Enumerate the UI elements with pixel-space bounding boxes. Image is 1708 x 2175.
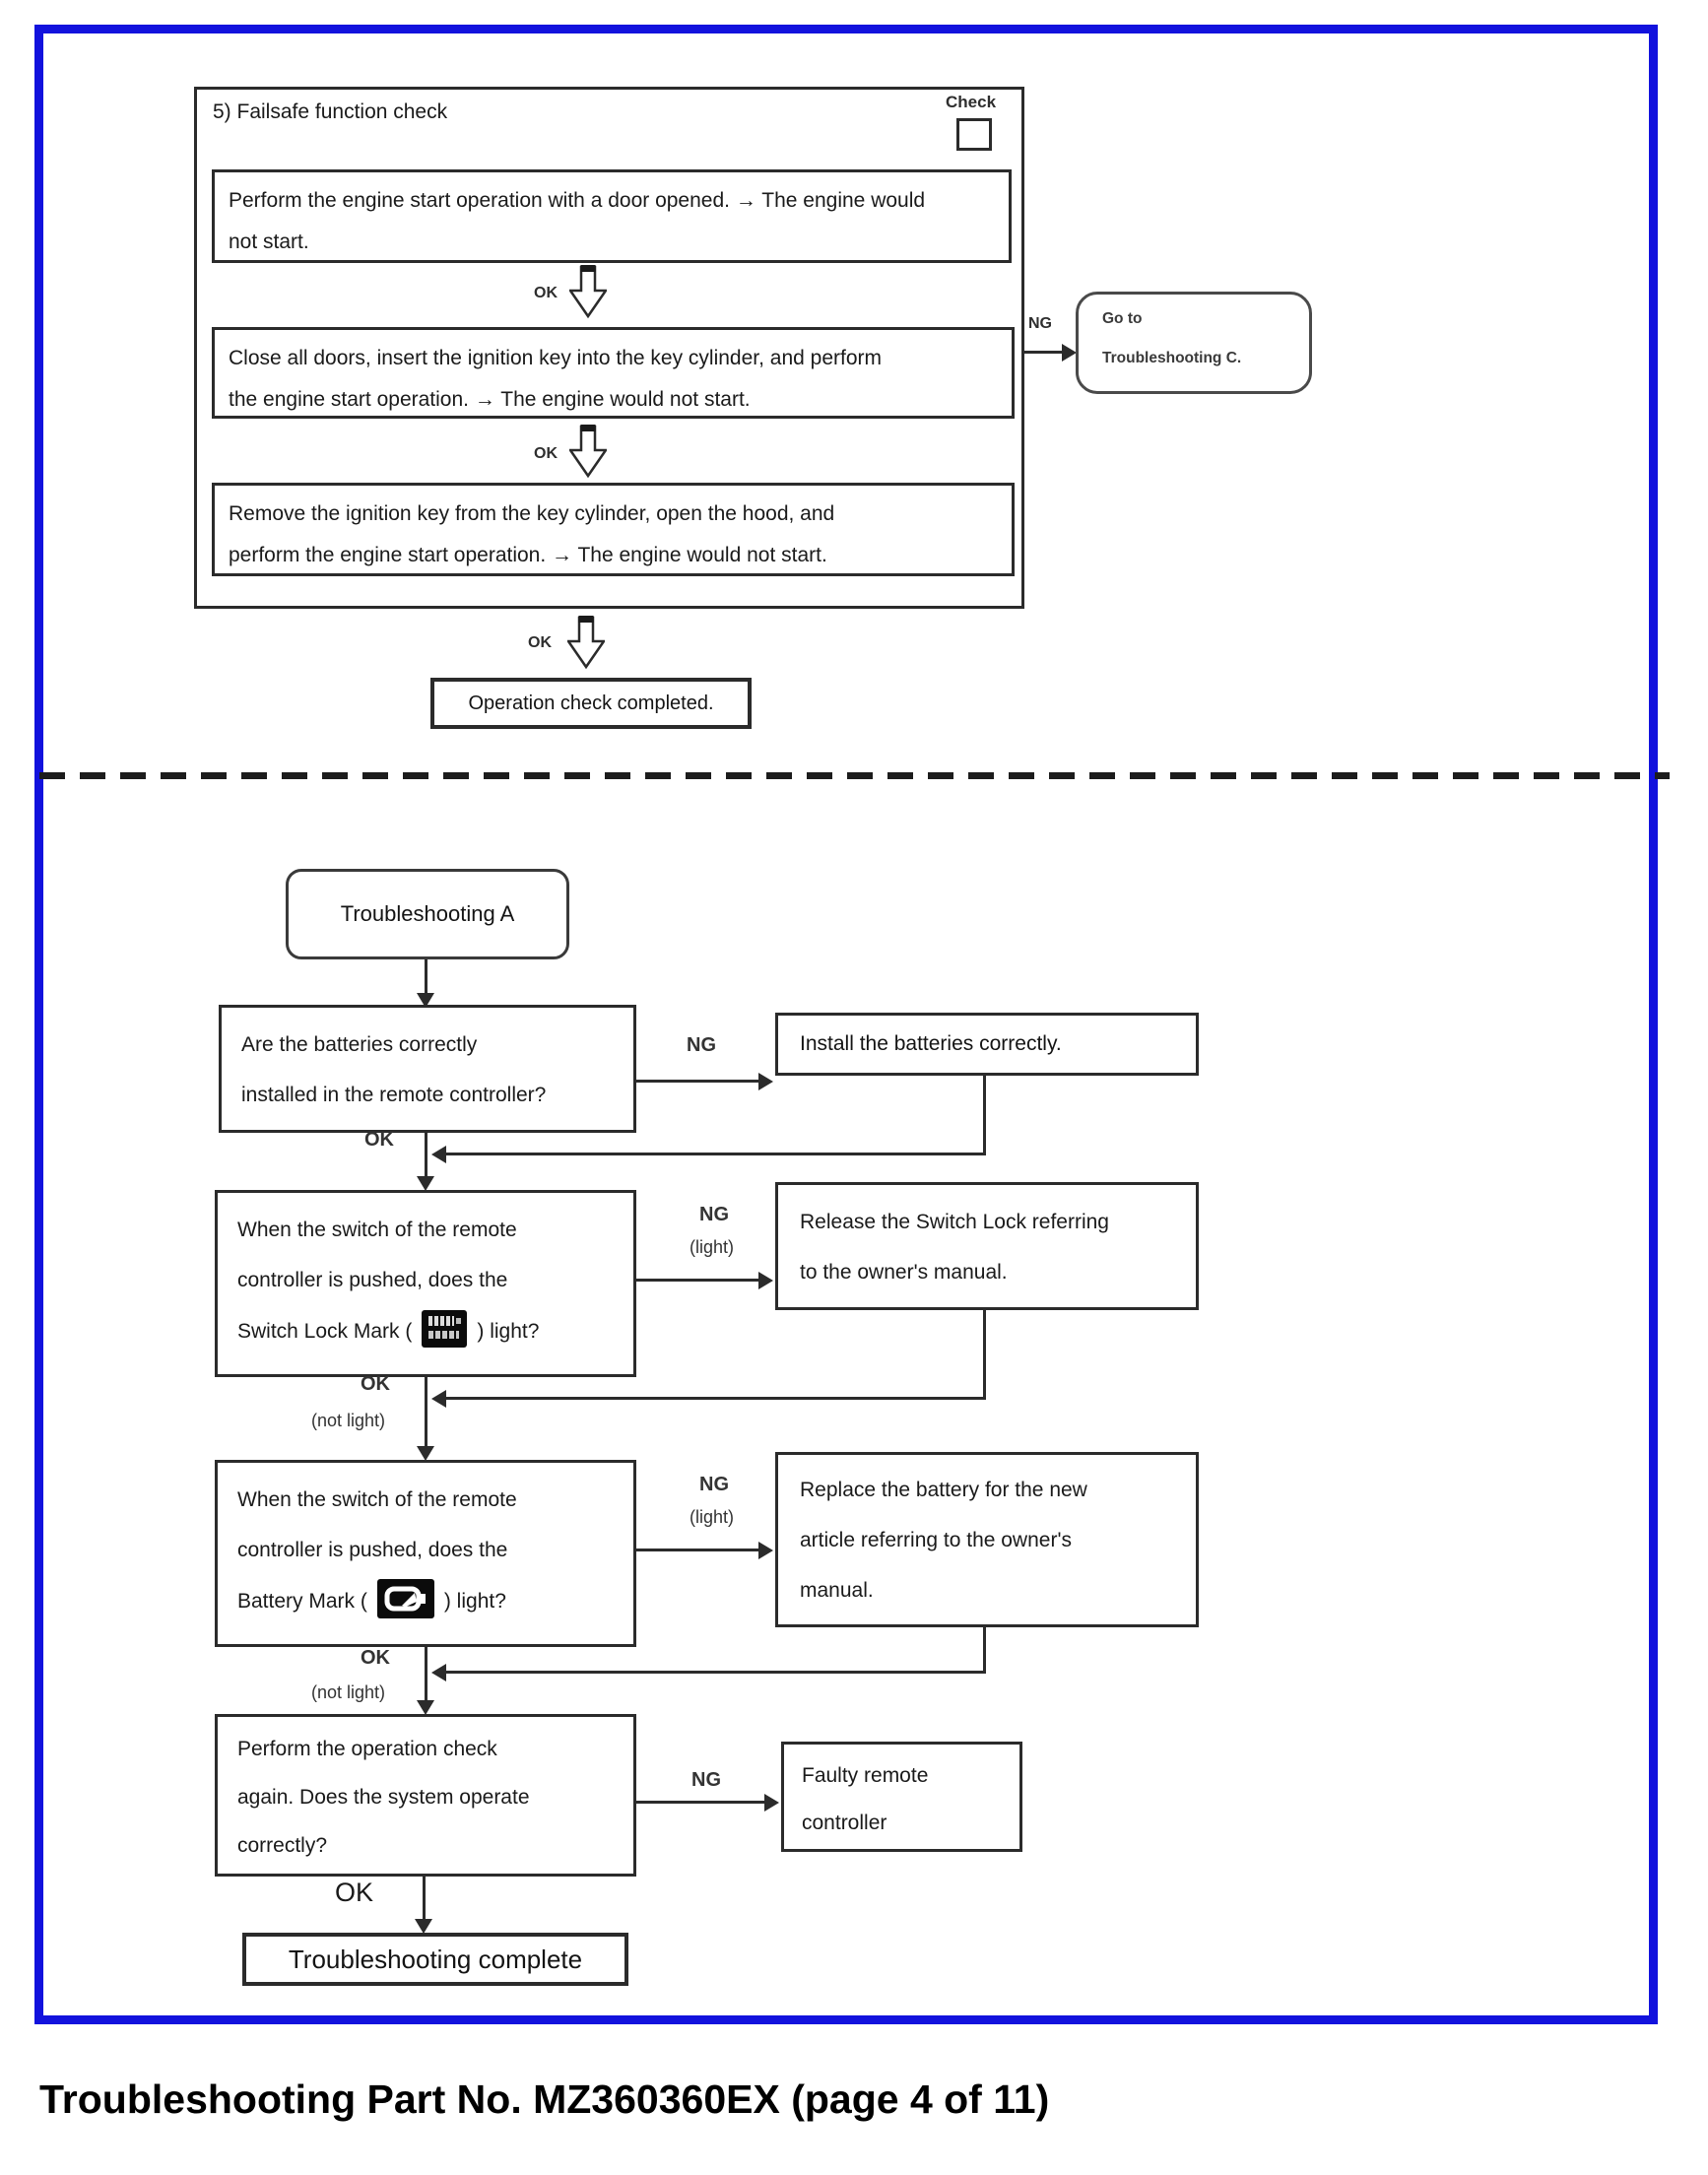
q3-battery-mark-box: When the switch of the remote controller… [215,1460,636,1647]
section-divider [39,772,1670,779]
flow-start-text: Troubleshooting A [340,901,515,926]
q2-pre-text: Switch Lock Mark ( [237,1320,413,1343]
flow-complete-box: Troubleshooting complete [242,1933,628,1986]
ng3-arrow-line [636,1549,764,1551]
ok4-label: OK [335,1878,374,1907]
ng4-arrowhead [764,1794,779,1812]
q2-text: When the switch of the remote controller… [237,1219,517,1291]
q4-operation-check-box: Perform the operation check again. Does … [215,1714,636,1877]
feedback1-arrowhead [431,1146,446,1163]
ng3-light-note: (light) [690,1507,735,1527]
failsafe-step1-text: Perform the engine start operation with … [229,189,926,253]
ng4-arrow-line [636,1801,766,1804]
battery-mark-icon [376,1579,434,1624]
ng1-label: NG [687,1034,716,1056]
ng-arrowhead [1062,344,1077,362]
flow-line [425,1647,427,1702]
ng2-arrowhead [758,1272,773,1289]
ok-block-arrow-icon [565,615,607,675]
ok-label-top1: OK [534,285,558,301]
flow-line [425,1377,427,1448]
operation-check-completed-box: Operation check completed. [430,678,752,729]
operation-check-completed-text: Operation check completed. [468,692,714,714]
failsafe-step3-text: Remove the ignition key from the key cyl… [229,502,835,566]
feedback2-arrowhead [431,1390,446,1408]
a4-faulty-remote-box: Faulty remote controller [781,1742,1022,1852]
a1-text: Install the batteries correctly. [800,1032,1062,1055]
a1-install-batteries-box: Install the batteries correctly. [775,1013,1199,1076]
failsafe-step2-text: Close all doors, insert the ignition key… [229,347,883,411]
failsafe-step1-box: Perform the engine start operation with … [212,169,1012,263]
q2-post-text: ) light? [477,1320,540,1343]
ok1-label: OK [364,1129,394,1151]
flow-line [423,1877,426,1921]
a4-text: Faulty remote controller [802,1764,929,1834]
feedback2-vline [983,1310,986,1399]
ng2-arrow-line [636,1279,764,1282]
ok-label-top3: OK [528,634,552,651]
flow-arrowhead-down [417,1700,434,1715]
flow-arrowhead-down [417,993,434,1008]
feedback3-vline [983,1627,986,1673]
q1-text: Are the batteries correctly installed in… [241,1033,547,1106]
ng1-arrow-line [636,1080,764,1083]
q3-post-text: ) light? [443,1590,506,1613]
failsafe-step3-box: Remove the ignition key from the key cyl… [212,483,1015,576]
feedback3-arrowhead [431,1664,446,1681]
switch-lock-mark-icon [422,1310,468,1353]
ok2-not-light-note: (not light) [311,1411,386,1430]
flow-line [425,1133,427,1178]
ng3-label: NG [699,1474,729,1495]
flow-line [425,959,427,995]
ok3-not-light-note: (not light) [311,1682,386,1702]
q2-switch-lock-box: When the switch of the remote controller… [215,1190,636,1377]
q1-batteries-box: Are the batteries correctly installed in… [219,1005,636,1133]
failsafe-title: 5) Failsafe function check [213,100,448,123]
feedback2-hline [445,1397,986,1400]
page-border [34,25,1658,2024]
ok2-label: OK [361,1373,390,1395]
failsafe-step2-box: Close all doors, insert the ignition key… [212,327,1015,419]
flow-arrowhead-down [415,1919,432,1934]
goto-line2: Troubleshooting C. [1102,350,1242,366]
feedback3-hline [445,1671,986,1674]
goto-line1: Go to [1102,310,1143,327]
ng4-label: NG [691,1769,721,1791]
ng-label-top: NG [1028,315,1052,332]
check-label: Check [946,93,997,111]
a2-release-switch-lock-box: Release the Switch Lock referring to the… [775,1182,1199,1310]
ng2-label: NG [699,1204,729,1225]
ng1-arrowhead [758,1073,773,1090]
ng-arrow-line [1024,351,1068,354]
q3-pre-text: Battery Mark ( [237,1590,367,1613]
ok-block-arrow-icon [567,424,609,484]
goto-troubleshooting-c-box: Go to Troubleshooting C. [1076,292,1312,394]
a3-replace-battery-box: Replace the battery for the new article … [775,1452,1199,1627]
q2-icon-row: Switch Lock Mark ( ) light? [218,1305,633,1358]
flow-arrowhead-down [417,1176,434,1191]
page-caption: Troubleshooting Part No. MZ360360EX (pag… [39,2076,1050,2122]
flow-arrowhead-down [417,1446,434,1461]
check-checkbox [956,118,992,151]
ok-block-arrow-icon [567,264,609,324]
feedback1-hline [445,1153,986,1155]
ng3-arrowhead [758,1542,773,1559]
a3-text: Replace the battery for the new article … [800,1479,1087,1602]
flow-start-node: Troubleshooting A [286,869,569,959]
q4-text: Perform the operation check again. Does … [237,1738,530,1857]
a2-text: Release the Switch Lock referring to the… [800,1211,1109,1284]
feedback1-vline [983,1076,986,1154]
q3-text: When the switch of the remote controller… [237,1488,517,1561]
ng2-light-note: (light) [690,1237,735,1257]
ok-label-top2: OK [534,445,558,462]
flow-complete-text: Troubleshooting complete [288,1944,583,1974]
q3-icon-row: Battery Mark ( ) light? [218,1575,633,1628]
ok3-label: OK [361,1647,390,1669]
